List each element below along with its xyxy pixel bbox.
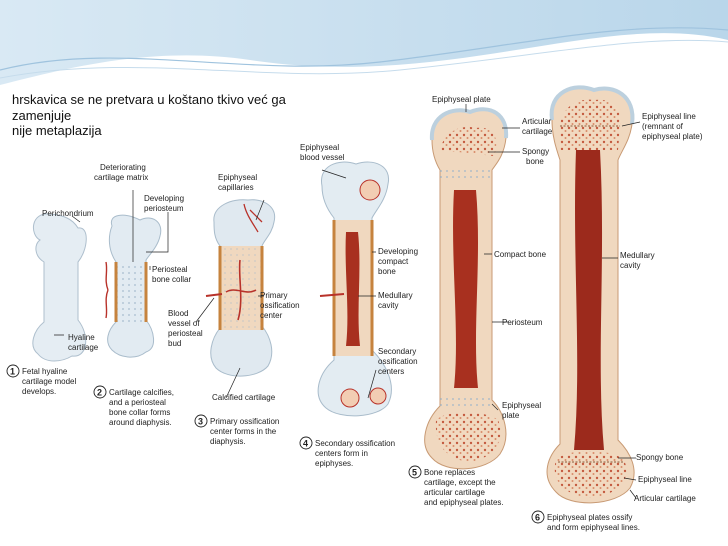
step-1-line-3: develops. (22, 387, 56, 396)
label-epiphyseal-capillaries-1: Epiphyseal (218, 173, 257, 182)
label-deteriorating-2: cartilage matrix (94, 173, 148, 182)
step-2-line-4: around diaphysis. (109, 418, 172, 427)
label-spongy-5-2: bone (526, 157, 544, 166)
label-blood-vessel-4: bud (168, 339, 181, 348)
step-5-line-3: articular cartilage (424, 488, 485, 497)
leader-lines (54, 104, 641, 499)
label-articular-5-2: cartilage (522, 127, 553, 136)
label-secondary-centers-3: centers (378, 367, 404, 376)
label-spongy-5-1: Spongy (522, 147, 549, 156)
step-4-line-2: centers form in (315, 449, 368, 458)
bone-stage-1 (32, 213, 87, 362)
label-deteriorating-1: Deteriorating (100, 163, 146, 172)
step-3-line-3: diaphysis. (210, 437, 246, 446)
bone-stage-4 (317, 161, 392, 417)
step-2-line-1: Cartilage calcifies, (109, 388, 174, 397)
step-4: 4 Secondary ossification centers form in… (299, 436, 395, 468)
caption-line-2: zamenjuje (12, 107, 72, 123)
caption-line-1: hrskavica se ne pretvara u koštano tkivo… (12, 92, 286, 107)
label-epiphyseal-capillaries-2: capillaries (218, 183, 254, 192)
label-medullary-6-2: cavity (620, 261, 640, 270)
label-secondary-centers-1: Secondary (378, 347, 416, 356)
step-1-line-2: cartilage model (22, 377, 76, 386)
label-epiphyseal-line-top-1: Epiphyseal line (642, 112, 696, 121)
svg-text:6: 6 (535, 513, 540, 523)
label-epiphyseal-line-6: Epiphyseal line (638, 475, 692, 484)
step-2-line-3: bone collar forms (109, 408, 170, 417)
step-1-line-1: Fetal hyaline (22, 367, 68, 376)
step-3: 3 Primary ossification center forms in t… (194, 414, 279, 446)
label-perichondrium: Perichondrium (42, 209, 94, 218)
label-compact-bone: Compact bone (494, 250, 547, 259)
label-developing-periosteum-1: Developing (144, 194, 184, 203)
step-5: 5 Bone replaces cartilage, except the ar… (408, 465, 504, 507)
bone-stage-5 (424, 107, 509, 470)
step-6-line-1: Epiphyseal plates ossify (547, 513, 632, 522)
label-hyaline-2: cartilage (68, 343, 99, 352)
step-1: 1 Fetal hyaline cartilage model develops… (6, 364, 76, 396)
label-developing-compact-1: Developing (378, 247, 418, 256)
bone-stage-3 (205, 199, 276, 377)
label-epiphyseal-blood-vessel-2: blood vessel (300, 153, 345, 162)
label-medullary-4-2: cavity (378, 301, 398, 310)
label-articular-6: Articular cartilage (634, 494, 696, 503)
step-4-line-3: epiphyses. (315, 459, 353, 468)
step-6: 6 Epiphyseal plates ossify and form epip… (531, 510, 640, 532)
header-wave-decoration (0, 0, 728, 85)
step-2-line-2: and a periosteal (109, 398, 166, 407)
bone-stage-6 (546, 85, 635, 504)
label-primary-center-1: Primary (260, 291, 288, 300)
label-periosteal-collar-1: Periosteal (152, 265, 188, 274)
label-epiphyseal-plate-top: Epiphyseal plate (432, 95, 491, 104)
label-blood-vessel-3: periosteal (168, 329, 203, 338)
step-5-line-1: Bone replaces (424, 468, 475, 477)
slide-caption: hrskavica se ne pretvara u koštano tkivo… (12, 92, 286, 139)
step-3-line-1: Primary ossification (210, 417, 279, 426)
label-blood-vessel-1: Blood (168, 309, 188, 318)
svg-text:3: 3 (198, 417, 203, 427)
label-epiphyseal-plate-5-1: Epiphyseal (502, 401, 541, 410)
label-epiphyseal-blood-vessel-1: Epiphyseal (300, 143, 339, 152)
svg-text:2: 2 (97, 388, 102, 398)
label-developing-periosteum-2: periosteum (144, 204, 184, 213)
label-developing-compact-2: compact (378, 257, 409, 266)
label-primary-center-3: center (260, 311, 283, 320)
svg-text:4: 4 (303, 439, 308, 449)
step-6-line-2: and form epiphyseal lines. (547, 523, 640, 532)
svg-text:1: 1 (10, 367, 15, 377)
label-blood-vessel-2: vessel of (168, 319, 200, 328)
label-spongy-6: Spongy bone (636, 453, 684, 462)
step-5-line-4: and epiphyseal plates. (424, 498, 504, 507)
label-epiphyseal-line-top-3: epiphyseal plate) (642, 132, 703, 141)
label-primary-center-2: ossification (260, 301, 300, 310)
label-calcified: Calcified cartilage (212, 393, 276, 402)
label-medullary-6-1: Medullary (620, 251, 655, 260)
step-3-line-2: center forms in the (210, 427, 277, 436)
label-developing-compact-3: bone (378, 267, 396, 276)
label-secondary-centers-2: ossification (378, 357, 418, 366)
label-periosteal-collar-2: bone collar (152, 275, 191, 284)
label-periosteum: Periosteum (502, 318, 543, 327)
label-articular-5-1: Articular (522, 117, 552, 126)
label-hyaline-1: Hyaline (68, 333, 95, 342)
label-medullary-4-1: Medullary (378, 291, 413, 300)
step-2: 2 Cartilage calcifies, and a periosteal … (93, 385, 174, 427)
caption-line-3: nije metaplazija (12, 123, 102, 138)
step-4-line-1: Secondary ossification (315, 439, 395, 448)
bone-stage-2 (105, 214, 162, 358)
label-epiphyseal-line-top-2: (remnant of (642, 122, 684, 131)
step-5-line-2: cartilage, except the (424, 478, 496, 487)
label-epiphyseal-plate-5-2: plate (502, 411, 520, 420)
svg-text:5: 5 (412, 468, 417, 478)
